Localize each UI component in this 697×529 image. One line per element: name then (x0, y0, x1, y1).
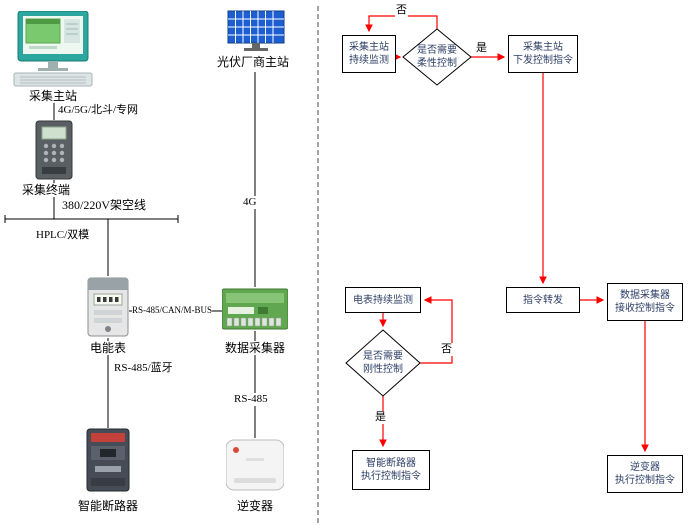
flow-box-text: 电表持续监测 (353, 294, 413, 306)
label-pv-master: 光伏厂商主站 (217, 55, 290, 69)
flow-box-text: 持续监测 (349, 55, 389, 66)
flow-box-meter-monitor: 电表持续监测 (345, 287, 421, 313)
flow-box-inverter-execute: 逆变器 执行控制指令 (607, 455, 683, 493)
label-meter-bus-link: RS-485/CAN/M-BUS (132, 305, 213, 316)
label-energy-meter: 电能表 (90, 341, 127, 355)
flow-box-text: 执行控制指令 (615, 475, 675, 486)
flow-box-text: 智能断路器 (366, 458, 416, 469)
branch-label-rigid-yes: 是 (374, 411, 387, 424)
flow-decision-text: 是否需要 (417, 45, 457, 56)
flow-decision-text: 刚性控制 (363, 364, 403, 375)
label-cellular-link: 4G (243, 196, 257, 209)
flow-arrows (365, 15, 649, 453)
branch-label-flexible-no: 否 (395, 4, 408, 17)
label-breaker-link: RS-485/蓝牙 (114, 362, 173, 375)
label-inverter: 逆变器 (237, 499, 274, 513)
collection-terminal-icon (33, 120, 75, 185)
flow-box-text: 数据采集器 (620, 290, 670, 301)
flow-box-master-command: 采集主站 下发控制指令 (508, 35, 578, 73)
flow-decision-flexible: 是否需要 柔性控制 (407, 43, 467, 71)
flow-decision-rigid: 是否需要 刚性控制 (353, 349, 413, 377)
label-collection-master: 采集主站 (29, 89, 78, 103)
branch-label-flexible-yes: 是 (475, 42, 488, 55)
flexible-decision-diamond (402, 28, 472, 86)
flow-decision-text: 柔性控制 (417, 58, 457, 69)
flow-box-command-forward: 指令转发 (506, 287, 580, 313)
desktop-computer-icon (12, 10, 94, 94)
flow-box-text: 执行控制指令 (361, 471, 421, 482)
flow-decision-text: 是否需要 (363, 351, 403, 362)
flow-box-text: 逆变器 (630, 462, 660, 473)
flow-box-master-monitor: 采集主站 持续监测 (342, 35, 396, 73)
flow-box-breaker-execute: 智能断路器 执行控制指令 (352, 450, 430, 490)
label-hplc-link: HPLC/双模 (36, 229, 90, 242)
label-collection-terminal: 采集终端 (22, 183, 71, 197)
flow-box-text: 采集主站 (349, 42, 389, 53)
rigid-decision-diamond (345, 329, 421, 397)
data-collector-icon (221, 287, 289, 336)
solar-panel-icon (225, 10, 287, 57)
label-overhead-line: 380/220V架空线 (62, 198, 147, 212)
energy-meter-icon (87, 276, 129, 343)
label-data-collector: 数据采集器 (225, 341, 286, 355)
label-smart-breaker: 智能断路器 (78, 499, 139, 513)
inverter-icon (225, 438, 285, 497)
label-inverter-link: RS-485 (234, 393, 268, 406)
flow-box-text: 下发控制指令 (513, 55, 573, 66)
branch-label-rigid-no: 否 (440, 343, 453, 356)
label-wan-link: 4G/5G/北斗/专网 (58, 104, 139, 117)
flow-box-text: 指令转发 (523, 294, 563, 306)
flow-box-text: 接收控制指令 (615, 303, 675, 314)
flow-box-text: 采集主站 (523, 42, 563, 53)
circuit-breaker-icon (85, 428, 131, 497)
flow-box-collector-receive: 数据采集器 接收控制指令 (607, 283, 683, 321)
